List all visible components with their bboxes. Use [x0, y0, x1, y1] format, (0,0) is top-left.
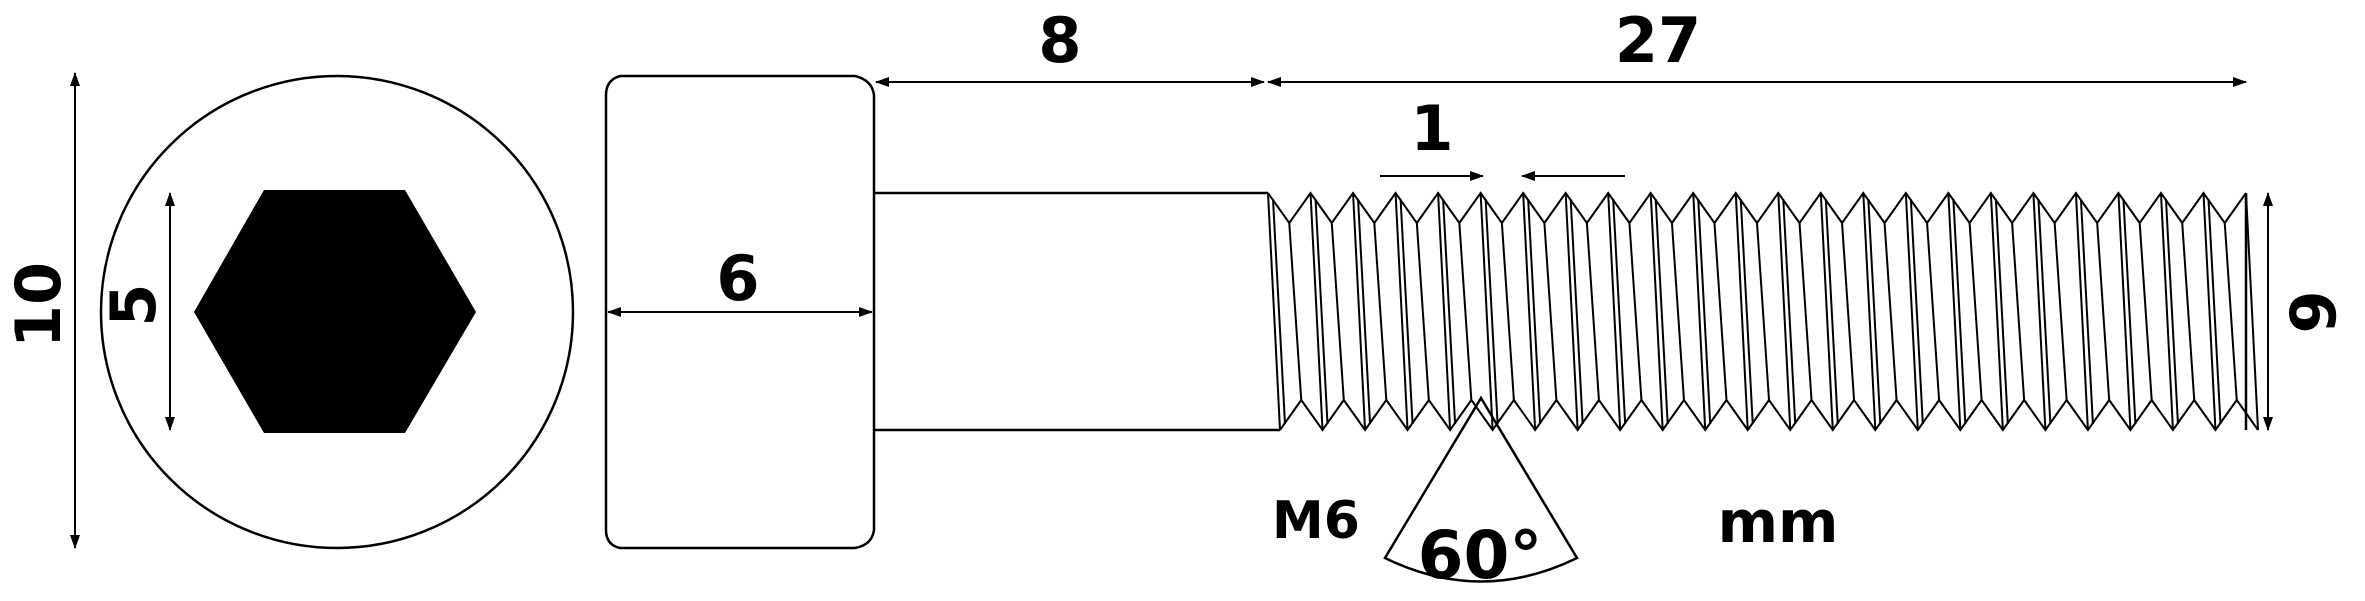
thread-flank-line — [2079, 198, 2094, 425]
thread-flank-line — [1399, 198, 1414, 425]
thread-flank-line — [1989, 192, 2004, 431]
thread-flank-line — [1867, 198, 1882, 425]
head-end-view: 10 5 — [2, 72, 575, 550]
thread-flank-line — [1527, 198, 1542, 425]
thread-flank-line — [2202, 192, 2217, 431]
thread-flank-line — [1649, 192, 1664, 431]
thread-flank-line — [2037, 198, 2052, 425]
thread-root-line — [1926, 222, 1941, 401]
head-diameter-label: 10 — [2, 262, 75, 348]
thread-angle-label: 60° — [1418, 517, 1543, 594]
thread-flank-line — [2117, 192, 2132, 431]
thread-root-line — [1500, 222, 1515, 401]
thread-root-line — [1713, 222, 1728, 401]
thread-flank-line — [1947, 192, 1962, 431]
head-circle — [99, 74, 575, 550]
thread-flank-line — [1564, 192, 1579, 431]
thread-flank-line — [2032, 192, 2047, 431]
unit-label: mm — [1718, 488, 1839, 556]
thread-flank-line — [1484, 198, 1499, 425]
thread-flank-line — [1272, 198, 1286, 425]
thread-root-line — [2053, 222, 2068, 401]
thread-flank-line — [1479, 192, 1494, 431]
side-view: 6 8 27 1 6 60° M6 mm — [604, 4, 2348, 594]
thread-root-line — [2223, 222, 2238, 401]
thread-flank-line — [2164, 198, 2179, 425]
thread-root-line — [1330, 222, 1345, 401]
thread-diameter-label: 6 — [2275, 290, 2348, 333]
thread-root-line — [1288, 222, 1303, 401]
thread-flank-line — [1904, 192, 1919, 431]
thread-root-line — [1415, 222, 1430, 401]
thread-flank-line — [1357, 198, 1372, 425]
thread-flank-line — [1862, 192, 1877, 431]
thread-flank-line — [1777, 192, 1792, 431]
thread-flank-line — [1734, 192, 1749, 431]
thread-root-line — [1373, 222, 1388, 401]
thread-flank-line — [1819, 192, 1834, 431]
thread-flank-line — [1569, 198, 1584, 425]
thread-designation-label: M6 — [1272, 491, 1360, 551]
head-length-label: 6 — [716, 242, 759, 315]
thread-flank-line — [2245, 192, 2259, 431]
thread-root-line — [2011, 222, 2026, 401]
thread-root-line — [1543, 222, 1558, 401]
thread-root-line — [1756, 222, 1770, 401]
thread-root-line — [1585, 222, 1600, 401]
thread-flank-line — [1994, 198, 2009, 425]
thread-root-line — [1798, 222, 1813, 401]
thread-root-line — [1841, 222, 1856, 401]
thread-root-line — [2096, 222, 2111, 401]
thread-root-line — [2138, 222, 2153, 401]
thread-flank-line — [1314, 198, 1329, 425]
thread-flank-line — [1607, 192, 1622, 431]
thread-flank-line — [2122, 198, 2137, 425]
thread-crest-top — [1267, 191, 2247, 225]
thread-flank-line — [1437, 192, 1452, 431]
thread-crest-bottom — [1279, 398, 2259, 432]
hex-socket-size-label: 5 — [97, 283, 170, 326]
thread-flank-line — [1612, 198, 1627, 425]
thread-flank-line — [1692, 192, 1707, 431]
thread-flank-line — [1267, 192, 1281, 431]
thread-root-line — [1670, 222, 1685, 401]
thread-flank-line — [1739, 198, 1754, 425]
thread-flank-line — [1394, 192, 1409, 431]
thread-flank-line — [1309, 192, 1324, 431]
thread-flank-line — [1824, 198, 1839, 425]
thread-flank-line — [1522, 192, 1537, 431]
thread-pitch-label: 1 — [1410, 92, 1453, 165]
thread-flank-line — [1697, 198, 1712, 425]
thread-flank-line — [1654, 198, 1669, 425]
shank-length-label: 8 — [1038, 4, 1081, 77]
thread-flank-line — [2074, 192, 2089, 431]
thread-flank-line — [2207, 198, 2222, 425]
thread-flank-line — [1442, 198, 1457, 425]
thread — [1267, 191, 2259, 432]
hex-socket — [194, 190, 476, 433]
thread-root-line — [1883, 222, 1898, 401]
thread-root-line — [1968, 222, 1983, 401]
thread-flank-line — [1352, 192, 1367, 431]
thread-angle-wedge — [1383, 395, 1579, 583]
thread-flank-line — [1909, 198, 1924, 425]
thread-flank-line — [1782, 198, 1797, 425]
thread-flank-line — [2159, 192, 2174, 431]
thread-root-line — [2181, 222, 2196, 401]
thread-root-line — [1458, 222, 1473, 401]
thread-root-line — [1628, 222, 1643, 401]
thread-length-label: 27 — [1615, 4, 1701, 77]
thread-flank-line — [1952, 198, 1967, 425]
